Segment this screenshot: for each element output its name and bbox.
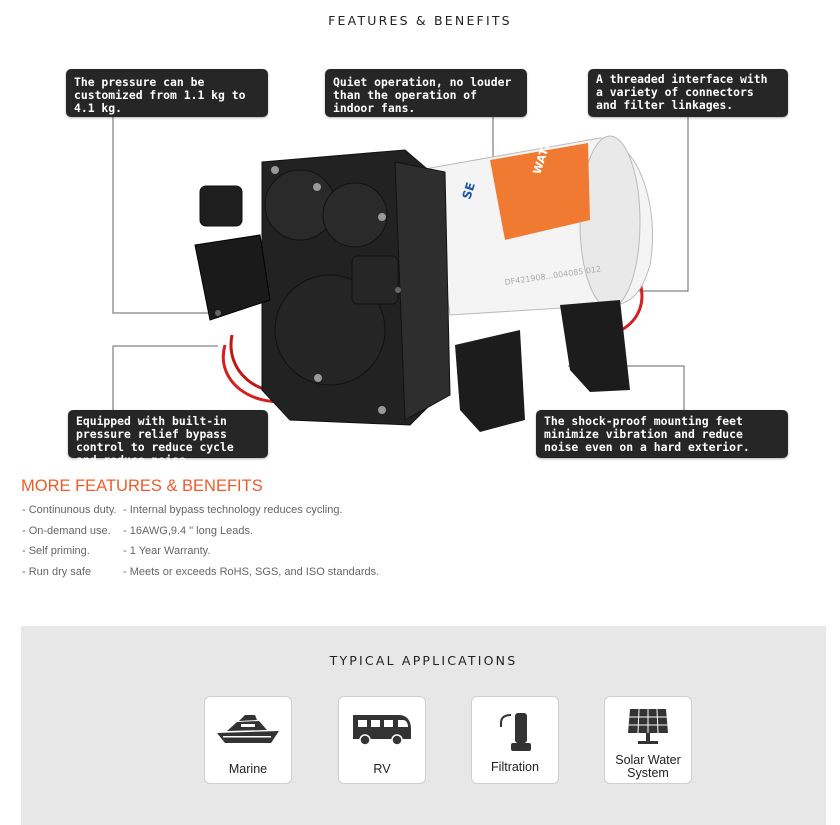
yacht-icon [217, 715, 279, 743]
feature-item: - Continunous duty. [22, 504, 117, 516]
application-label: Solar Water System [615, 753, 681, 780]
feature-item: - 16AWG,9.4 " long Leads. [123, 524, 254, 537]
callout-interface: A threaded interface with a variety of c… [588, 69, 788, 117]
features-column-1: - Continunous duty. - On-demand use. - S… [22, 504, 117, 586]
features-column-2: - Internal bypass technology reduces cyc… [123, 504, 379, 586]
water-pump-image: WATER PU SE DF421908...004085 012 [112, 117, 689, 432]
feature-item: - Internal bypass technology reduces cyc… [123, 504, 343, 516]
water-filter-icon [500, 713, 531, 751]
application-label: RV [373, 762, 391, 776]
callout-feet: The shock-proof mounting feet minimize v… [536, 410, 788, 458]
callout-quiet: Quiet operation, no louder than the oper… [325, 69, 527, 117]
feature-item: - Run dry safe [22, 565, 92, 578]
application-card-filtration: Filtration [471, 696, 559, 784]
feature-item: - On-demand use. [22, 524, 111, 537]
application-card-rv: RV [338, 696, 426, 784]
applications-title: TYPICAL APPLICATIONS [329, 653, 518, 668]
more-features-title: MORE FEATURES & BENEFITS [21, 477, 263, 495]
feature-item: - Self priming. [22, 545, 90, 557]
callout-bypass: Equipped with built-in pressure relief b… [68, 410, 268, 467]
application-card-solar: Solar Water System [604, 696, 692, 784]
pump-logo-text: SE [460, 181, 479, 201]
typical-applications-section: TYPICAL APPLICATIONS Marine RV [21, 626, 826, 825]
application-card-marine: Marine [204, 696, 292, 784]
feature-item: - 1 Year Warranty. [123, 545, 211, 557]
application-label: Filtration [491, 760, 539, 774]
solar-panel-icon [628, 708, 668, 744]
rv-icon [353, 715, 411, 746]
application-label: Marine [228, 762, 268, 776]
features-title: FEATURES & BENEFITS [328, 13, 512, 28]
feature-item: - Meets or exceeds RoHS, SGS, and ISO st… [123, 565, 380, 578]
callout-pressure: The pressure can be customized from 1.1 … [66, 69, 268, 117]
